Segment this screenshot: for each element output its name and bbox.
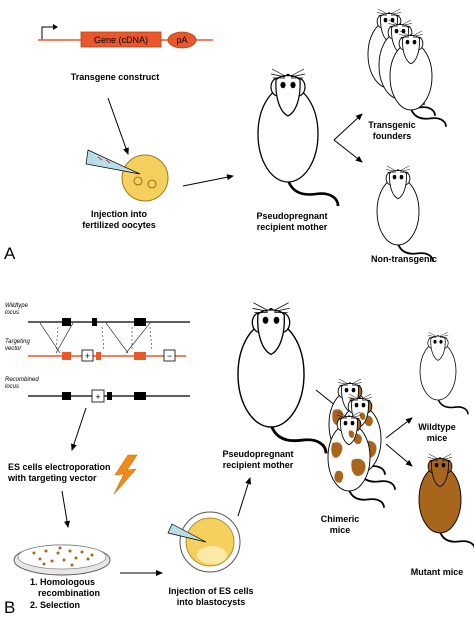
gene-box <box>80 31 162 48</box>
arrow-blastocyst-to-mother <box>237 477 252 517</box>
recipient-label-a-line2: recipient mother <box>257 222 328 232</box>
founders-label-line2: founders <box>373 131 412 141</box>
construct-label: Transgene construct <box>71 72 160 82</box>
gene-label: Gene (cDNA) <box>94 35 148 45</box>
recipient-label-a-line1: Pseudopregnant <box>256 211 327 221</box>
selection-label-line2: recombination <box>38 588 100 598</box>
wildtype-label-line1: Wildtype <box>418 422 455 432</box>
arrow-oocyte-to-mother <box>182 174 234 187</box>
panel-label-a: A <box>4 244 16 263</box>
injection-es-label-line1: Injection of ES cells <box>168 586 253 596</box>
injection-label-line2: fertilized oocytes <box>82 220 156 230</box>
mutant-mouse <box>418 452 474 551</box>
recipient-label-b-line2: recipient mother <box>223 460 294 470</box>
injection-es-label-line2: into blastocysts <box>177 597 246 607</box>
panel-a: Gene (cDNA) pA Transgene construct Injec… <box>4 7 447 264</box>
mutant-label: Mutant mice <box>411 567 464 577</box>
targeting-vector-label-1: Targeting <box>5 339 30 345</box>
plus-sign-bottom: + <box>95 392 100 402</box>
es-label-line2: with targeting vector <box>7 473 97 483</box>
founders-label-line1: Transgenic <box>368 120 416 130</box>
oocyte-icon <box>121 154 169 202</box>
nontransgenic-label: Non-transgenic <box>371 254 437 264</box>
minus-sign: − <box>167 351 172 361</box>
plus-sign-top: + <box>85 351 90 361</box>
nontransgenic-mouse <box>376 164 434 263</box>
lightning-bolt-icon <box>113 454 138 495</box>
minus-cassette <box>163 349 176 362</box>
pipette-icon <box>167 523 207 543</box>
arrow-to-mutant <box>385 443 413 467</box>
blastocyst-icon <box>179 511 241 573</box>
selection-label-line1: 1. Homologous <box>30 577 95 587</box>
panel-label-b: B <box>4 598 15 617</box>
plus-cassette <box>81 349 94 362</box>
wildtype-label-line2: mice <box>427 433 448 443</box>
recombined-locus-label-2: locus <box>5 384 19 390</box>
arrow-construct-to-oocyte <box>107 97 129 155</box>
targeting-vector-label-2: vector <box>5 346 22 352</box>
pa-box <box>167 31 197 49</box>
promoter-arrow-icon <box>41 26 54 40</box>
recipient-mouse-b <box>236 301 328 455</box>
arrow-to-wildtype <box>385 417 413 439</box>
recombined-locus-label-1: Recombined <box>5 377 39 383</box>
recipient-mouse-a <box>256 67 340 208</box>
wildtype-mouse <box>419 331 469 416</box>
arrow-to-founders <box>333 113 363 141</box>
arrow-locus-to-es <box>71 407 87 451</box>
pa-label: pA <box>176 35 187 45</box>
chimeric-label-line2: mice <box>330 525 351 535</box>
panel-b: Wildtype locus Targeting vector + − Reco… <box>4 301 474 617</box>
wildtype-locus-label-2: locus <box>5 310 19 316</box>
recipient-label-b-line1: Pseudopregnant <box>222 449 293 459</box>
arrow-to-nontransgenic <box>333 139 363 163</box>
pipette-icon <box>85 149 141 175</box>
chimeric-label-line1: Chimeric <box>321 514 360 524</box>
petri-dish-icon <box>13 544 111 576</box>
selection-label-line3: 2. Selection <box>30 600 80 610</box>
wildtype-locus-label-1: Wildtype <box>5 303 29 309</box>
es-label-line1: ES cells electroporation <box>8 462 111 472</box>
injection-label-line1: Injection into <box>91 209 147 219</box>
arrow-es-to-dish <box>61 490 70 528</box>
